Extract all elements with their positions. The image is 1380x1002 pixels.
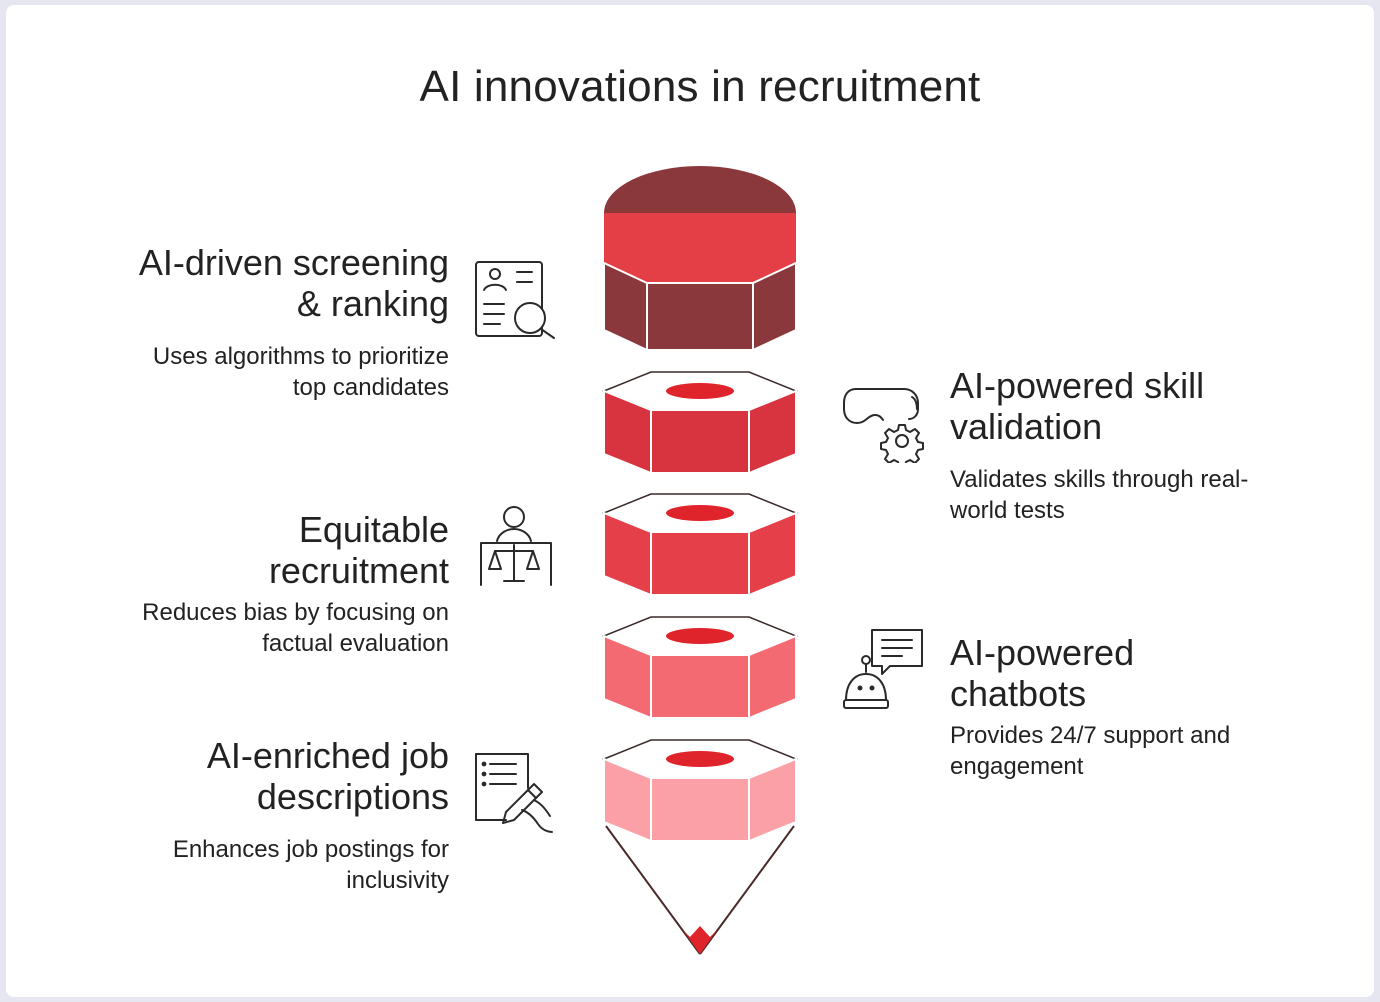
item-5-description: Enhances job postings for inclusivity	[172, 836, 449, 894]
resume-search-icon	[472, 258, 562, 342]
cap-band	[604, 213, 796, 283]
item-4-description: Provides 24/7 support and engagement	[950, 722, 1231, 780]
person-scales-icon	[477, 505, 557, 589]
document-pen-icon	[472, 750, 560, 836]
pencil-lead	[683, 926, 717, 954]
diagram-title: AI innovations in recruitment	[419, 62, 981, 111]
pencil-segment-4	[601, 739, 799, 842]
pencil-segment-1	[601, 371, 799, 474]
item-3-heading: Equitable recruitment	[268, 509, 449, 591]
item-4-heading: AI-powered chatbots	[950, 632, 1135, 714]
item-1-description: Uses algorithms to prioritize top candid…	[152, 343, 449, 401]
item-1-heading: AI-driven screening & ranking	[138, 242, 449, 324]
item-3-description: Reduces bias by focusing on factual eval…	[142, 599, 449, 657]
cap-base	[603, 261, 797, 351]
pencil-segment-2	[601, 493, 799, 596]
chatbot-icon	[842, 626, 928, 714]
item-2-description: Validates skills through real- world tes…	[950, 466, 1249, 524]
pencil-tip	[605, 825, 795, 955]
pencil-segment-3	[601, 616, 799, 719]
item-2-heading: AI-powered skill validation	[950, 365, 1205, 447]
vr-headset-gear-icon	[842, 383, 926, 463]
item-5-heading: AI-enriched job descriptions	[206, 735, 449, 817]
pencil-cap	[603, 166, 797, 351]
